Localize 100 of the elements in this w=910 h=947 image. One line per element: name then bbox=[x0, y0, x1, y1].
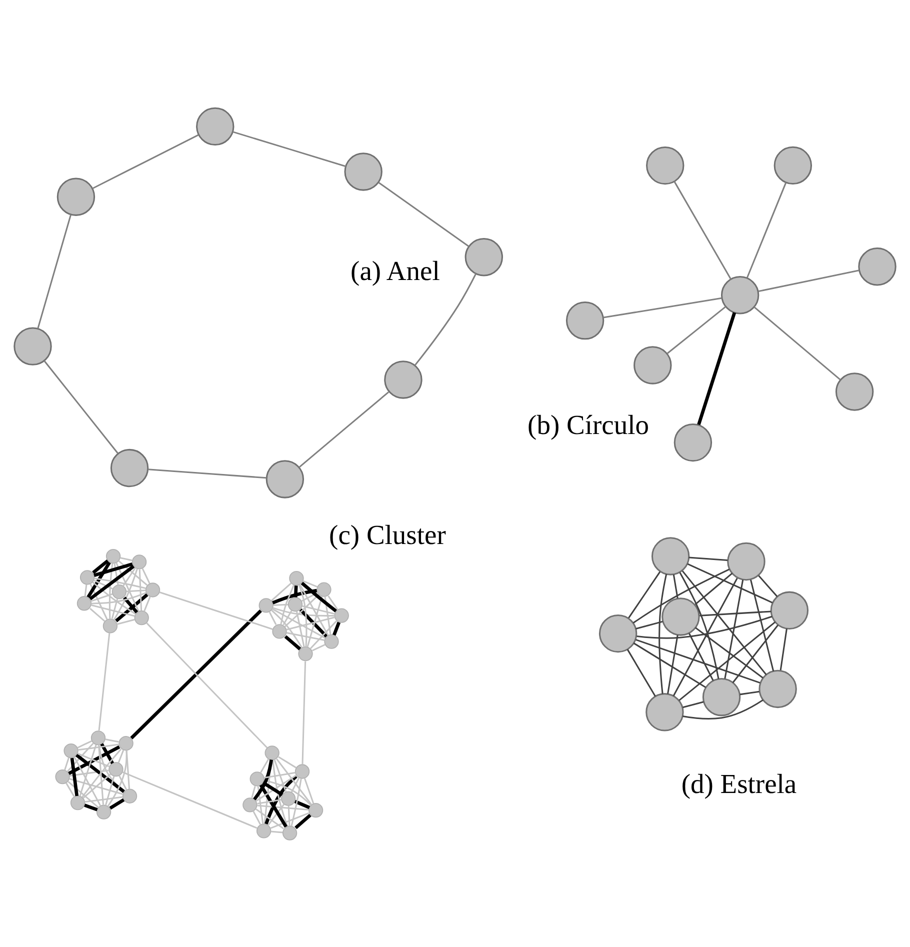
connector bbox=[262, 780, 284, 796]
connector bbox=[414, 272, 477, 366]
connector bbox=[115, 592, 148, 622]
label: (c) Cluster bbox=[329, 518, 446, 550]
node-circle bbox=[242, 797, 258, 812]
connector bbox=[118, 775, 128, 790]
connector bbox=[264, 779, 312, 805]
label: (a) Anel bbox=[350, 254, 440, 286]
connector bbox=[91, 592, 147, 604]
connector bbox=[632, 568, 730, 624]
node-circle bbox=[634, 346, 672, 384]
connector bbox=[257, 804, 309, 810]
connector bbox=[758, 574, 778, 597]
node-circle bbox=[110, 448, 149, 487]
connector bbox=[84, 796, 123, 802]
connector bbox=[667, 634, 678, 694]
connector bbox=[78, 752, 110, 767]
connector bbox=[118, 560, 148, 586]
connector bbox=[302, 604, 335, 614]
connector bbox=[256, 774, 297, 802]
connector bbox=[302, 592, 318, 602]
connector bbox=[603, 296, 722, 318]
connector bbox=[672, 574, 678, 598]
label: (b) Círculo bbox=[528, 408, 649, 440]
connector bbox=[100, 742, 114, 764]
node-circle bbox=[294, 764, 310, 778]
connector bbox=[633, 642, 706, 688]
node-circle bbox=[14, 326, 52, 365]
node-circle bbox=[774, 146, 812, 184]
connector bbox=[732, 624, 779, 683]
connector bbox=[232, 130, 346, 167]
node-circle bbox=[258, 598, 274, 612]
node-circle bbox=[96, 804, 112, 819]
connector bbox=[284, 593, 320, 627]
connector bbox=[280, 584, 295, 624]
connector bbox=[740, 690, 760, 695]
node-circle bbox=[334, 608, 349, 622]
connector bbox=[68, 744, 120, 774]
connector bbox=[666, 306, 726, 354]
connector bbox=[679, 572, 720, 679]
connector bbox=[122, 770, 258, 828]
node-circle bbox=[464, 238, 503, 276]
node-circle bbox=[106, 548, 121, 564]
connector bbox=[89, 564, 135, 600]
node-circle bbox=[298, 646, 313, 661]
connector bbox=[270, 582, 292, 601]
connector bbox=[636, 638, 760, 684]
connector bbox=[302, 660, 306, 764]
node-circle bbox=[122, 788, 138, 803]
connector bbox=[288, 805, 290, 826]
connector bbox=[286, 616, 336, 630]
connector bbox=[142, 568, 150, 584]
connector bbox=[82, 772, 112, 798]
connector bbox=[122, 566, 136, 586]
connector bbox=[678, 620, 776, 700]
connector bbox=[276, 758, 312, 805]
connector bbox=[270, 830, 283, 833]
connector bbox=[302, 580, 318, 587]
node-circle bbox=[256, 823, 272, 838]
node-circle bbox=[102, 618, 118, 633]
node-circle bbox=[272, 624, 287, 638]
connector bbox=[98, 632, 110, 730]
node-circle bbox=[266, 460, 304, 498]
connector bbox=[750, 579, 774, 671]
node-circle bbox=[64, 742, 78, 758]
connector bbox=[74, 756, 102, 806]
connector bbox=[77, 740, 92, 748]
connector bbox=[259, 784, 288, 828]
connector bbox=[260, 758, 270, 772]
connector bbox=[267, 803, 285, 826]
node-circle bbox=[646, 146, 684, 184]
node-circle bbox=[289, 570, 304, 586]
node-circle bbox=[134, 610, 149, 625]
connector bbox=[274, 759, 287, 792]
connector bbox=[688, 632, 714, 680]
connector bbox=[682, 570, 767, 675]
connector bbox=[272, 588, 318, 604]
node-circle bbox=[108, 762, 124, 776]
connector bbox=[271, 609, 303, 648]
node-circle bbox=[145, 582, 160, 597]
connector bbox=[86, 561, 111, 598]
connector bbox=[272, 760, 288, 826]
node-circle bbox=[280, 790, 296, 806]
connector bbox=[123, 596, 138, 613]
label: (d) Estrela bbox=[681, 768, 797, 799]
connector bbox=[306, 595, 323, 647]
node-circle bbox=[118, 736, 134, 750]
connector bbox=[278, 756, 297, 768]
connector bbox=[674, 180, 732, 280]
connector bbox=[92, 134, 199, 189]
node-circle bbox=[56, 177, 96, 216]
connector bbox=[300, 581, 338, 612]
connector bbox=[118, 749, 124, 763]
connector bbox=[697, 312, 736, 425]
connector bbox=[138, 568, 142, 610]
node-circle bbox=[324, 634, 339, 648]
connector bbox=[94, 579, 114, 590]
connector bbox=[90, 592, 113, 602]
connector bbox=[70, 757, 79, 796]
node-circle bbox=[80, 570, 95, 584]
